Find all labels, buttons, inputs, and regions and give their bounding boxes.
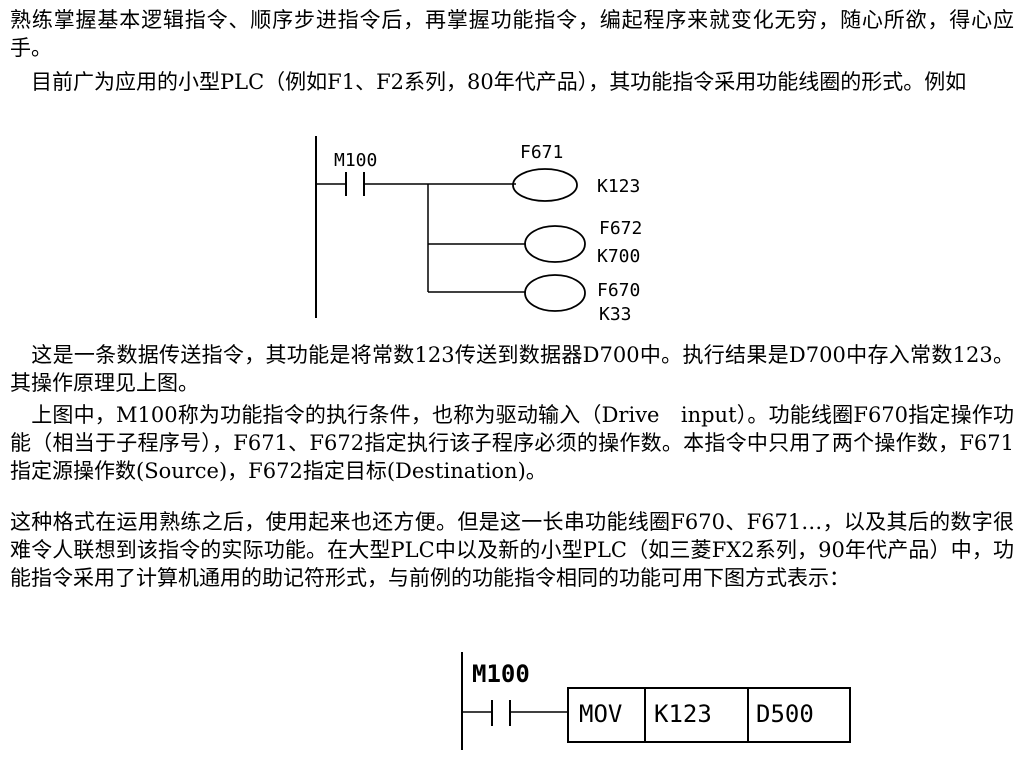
coil-f670-value: K33 (599, 304, 632, 325)
paragraph-data-transfer: 这是一条数据传送指令，其功能是将常数123传送到数据器D700中。执行结果是D7… (10, 343, 1014, 395)
coil-f671 (512, 168, 578, 202)
coil-f672-name: F672 (599, 218, 642, 239)
contact-label: M100 (334, 150, 377, 171)
coil-f670-name: F670 (597, 280, 640, 301)
ladder-diagram-mnemonic: M100 MOV K123 D500 (461, 652, 851, 750)
paragraph-intro: 熟练掌握基本逻辑指令、顺序步进指令后，再掌握功能指令，编起程序来就变化无穷，随心… (10, 8, 1014, 60)
coil-f670 (524, 274, 586, 312)
normally-open-contact (491, 700, 511, 726)
paragraph-plc-coil-form: 目前广为应用的小型PLC（例如F1、F2系列，80年代产品），其功能指令采用功能… (10, 70, 967, 94)
ladder-diagram-function-coils: M100 F671 K123 F672 K700 F670 K33 (315, 136, 642, 325)
coil-f671-value: K123 (597, 176, 640, 197)
coil-f672-value: K700 (597, 246, 640, 267)
instruction-box (567, 687, 851, 743)
paragraph-explanation: 上图中，M100称为功能指令的执行条件，也称为驱动输入（Drive input）… (10, 403, 1014, 483)
contact-label: M100 (472, 660, 530, 688)
paragraph-mnemonic-form: 这种格式在运用熟练之后，使用起来也还方便。但是这一长串功能线圈F670、F671… (10, 510, 1014, 590)
coil-f672 (524, 225, 586, 263)
instruction-source: K123 (654, 700, 712, 728)
normally-open-contact (345, 172, 365, 196)
coil-f671-name: F671 (520, 142, 563, 163)
instruction-op: MOV (579, 700, 622, 728)
instruction-destination: D500 (756, 700, 814, 728)
